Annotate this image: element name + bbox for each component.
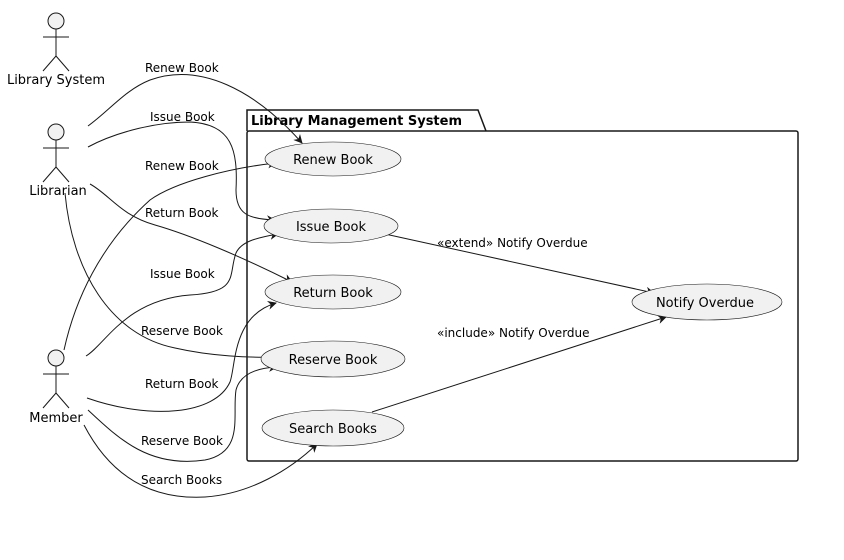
use-case-ellipse [263,208,399,244]
edge-librarian-issue [87,121,276,225]
actor-name: Member [29,411,83,426]
edge-label-member-issue: Issue Book [150,267,215,281]
edge-librarian-return [89,183,293,283]
stick-figure-icon [42,123,70,183]
use-case-label: Renew Book [293,153,373,168]
use-case-label: Reserve Book [289,353,378,368]
edge-paths [63,74,667,498]
edge-member-renew [63,159,277,351]
use-case-renew-book[interactable]: Renew Book [264,141,402,177]
edge-label-librarian-renew: Renew Book [145,61,219,75]
edge-member-return [86,300,277,412]
use-case-label: Issue Book [296,220,367,235]
use-case-label: Return Book [293,286,373,301]
use-case-ellipse [260,340,406,378]
edge-member-reserve [87,362,278,462]
actor-name: Librarian [29,184,87,199]
package-library-management-system: Library Management System [246,109,799,462]
edge-member-issue [85,230,279,357]
edge-label-librarian-issue: Issue Book [150,110,215,124]
use-case-ellipse [631,283,783,321]
actor-name: Library System [7,73,105,88]
edge-label-search-include-notify: «include» Notify Overdue [437,326,590,340]
use-case-reserve-book[interactable]: Reserve Book [260,340,406,378]
actor-librarian[interactable]: Librarian [29,123,87,199]
use-case-issue-book[interactable]: Issue Book [263,208,399,244]
stick-figure-icon [42,349,70,409]
stick-figure-icon [42,12,70,72]
use-case-label: Notify Overdue [656,296,754,311]
use-case-return-book[interactable]: Return Book [264,274,402,310]
actor-member[interactable]: Member [29,349,83,426]
package-title: Library Management System [251,114,462,129]
actor-library-system[interactable]: Library System [7,12,105,88]
edge-search-include-notify [371,315,667,413]
use-case-ellipse [264,141,402,177]
edge-member-search [83,424,318,498]
edge-label-librarian-reserve: Reserve Book [141,324,223,338]
package-tab [246,109,487,132]
edge-issue-extend-notify [384,233,655,296]
edge-labels: Renew Book Issue Book Renew Book Return … [141,61,590,487]
use-case-ellipse [261,409,405,447]
use-case-ellipse [264,274,402,310]
package-body [246,130,799,462]
edge-label-member-return: Return Book [145,377,219,391]
edge-label-librarian-return: Return Book [145,206,219,220]
edge-label-member-renew: Renew Book [145,159,219,173]
edge-librarian-reserve [64,192,278,362]
edge-label-member-search: Search Books [141,473,222,487]
edge-label-issue-extend-notify: «extend» Notify Overdue [437,236,588,250]
use-case-label: Search Books [289,422,377,437]
edge-librarian-renew [87,74,303,144]
use-case-search-books[interactable]: Search Books [261,409,405,447]
use-case-notify-overdue[interactable]: Notify Overdue [631,283,783,321]
edge-label-member-reserve: Reserve Book [141,434,223,448]
